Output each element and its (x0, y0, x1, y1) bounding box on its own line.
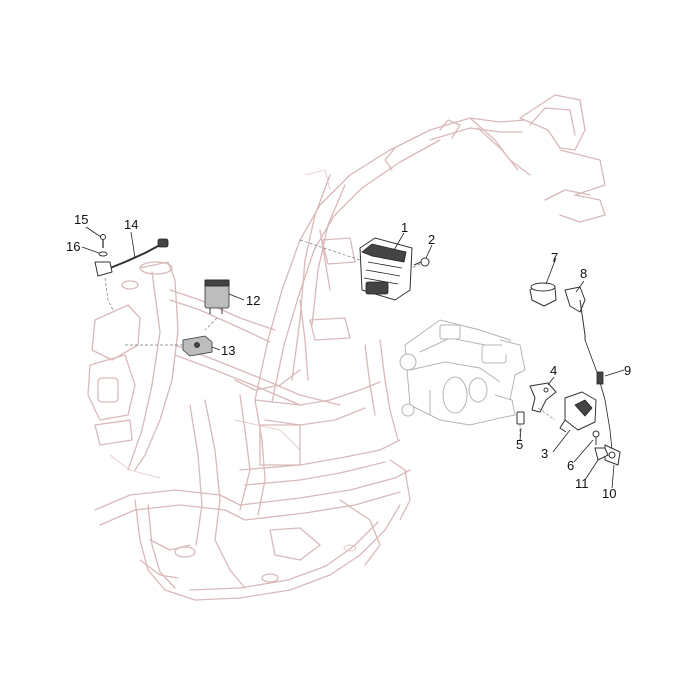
part-15-screw (100, 234, 106, 248)
part-8-sensor (564, 286, 586, 340)
callout-6: 6 (567, 458, 574, 473)
callout-3: 3 (541, 446, 548, 461)
callout-5: 5 (516, 437, 523, 452)
part-2-screw (413, 257, 430, 267)
part-6-bolt (592, 430, 600, 445)
callout-14: 14 (124, 217, 138, 232)
part-3-coil (559, 391, 597, 433)
part-16-washer (98, 251, 108, 257)
part-13-bracket (182, 335, 213, 357)
scooter-frame (87, 94, 606, 601)
part-14-wiring-lead (94, 238, 169, 277)
callout-2: 2 (428, 232, 435, 247)
callout-9: 9 (624, 363, 631, 378)
part-7-cap (529, 282, 557, 307)
callout-labels: 1 2 3 4 5 6 7 8 9 10 11 12 13 14 15 16 (66, 212, 631, 501)
callout-16: 16 (66, 239, 80, 254)
callout-4: 4 (550, 363, 557, 378)
part-11-clip (594, 447, 609, 461)
callout-leaders (81, 226, 625, 489)
callout-12: 12 (246, 293, 260, 308)
callout-8: 8 (580, 266, 587, 281)
callout-7: 7 (551, 250, 558, 265)
engine-unit-drawing (399, 319, 526, 426)
part-1-voltage-regulator (359, 237, 413, 301)
assembly-guide-lines (104, 239, 556, 440)
part-12-relay (204, 279, 230, 314)
part-5-spacer (516, 411, 525, 425)
part-9-cable (584, 339, 613, 451)
callout-11: 11 (575, 476, 589, 491)
callout-13: 13 (221, 343, 235, 358)
callout-1: 1 (401, 220, 408, 235)
callout-15: 15 (74, 212, 88, 227)
part-4-bracket (529, 382, 557, 413)
callout-10: 10 (602, 486, 616, 501)
